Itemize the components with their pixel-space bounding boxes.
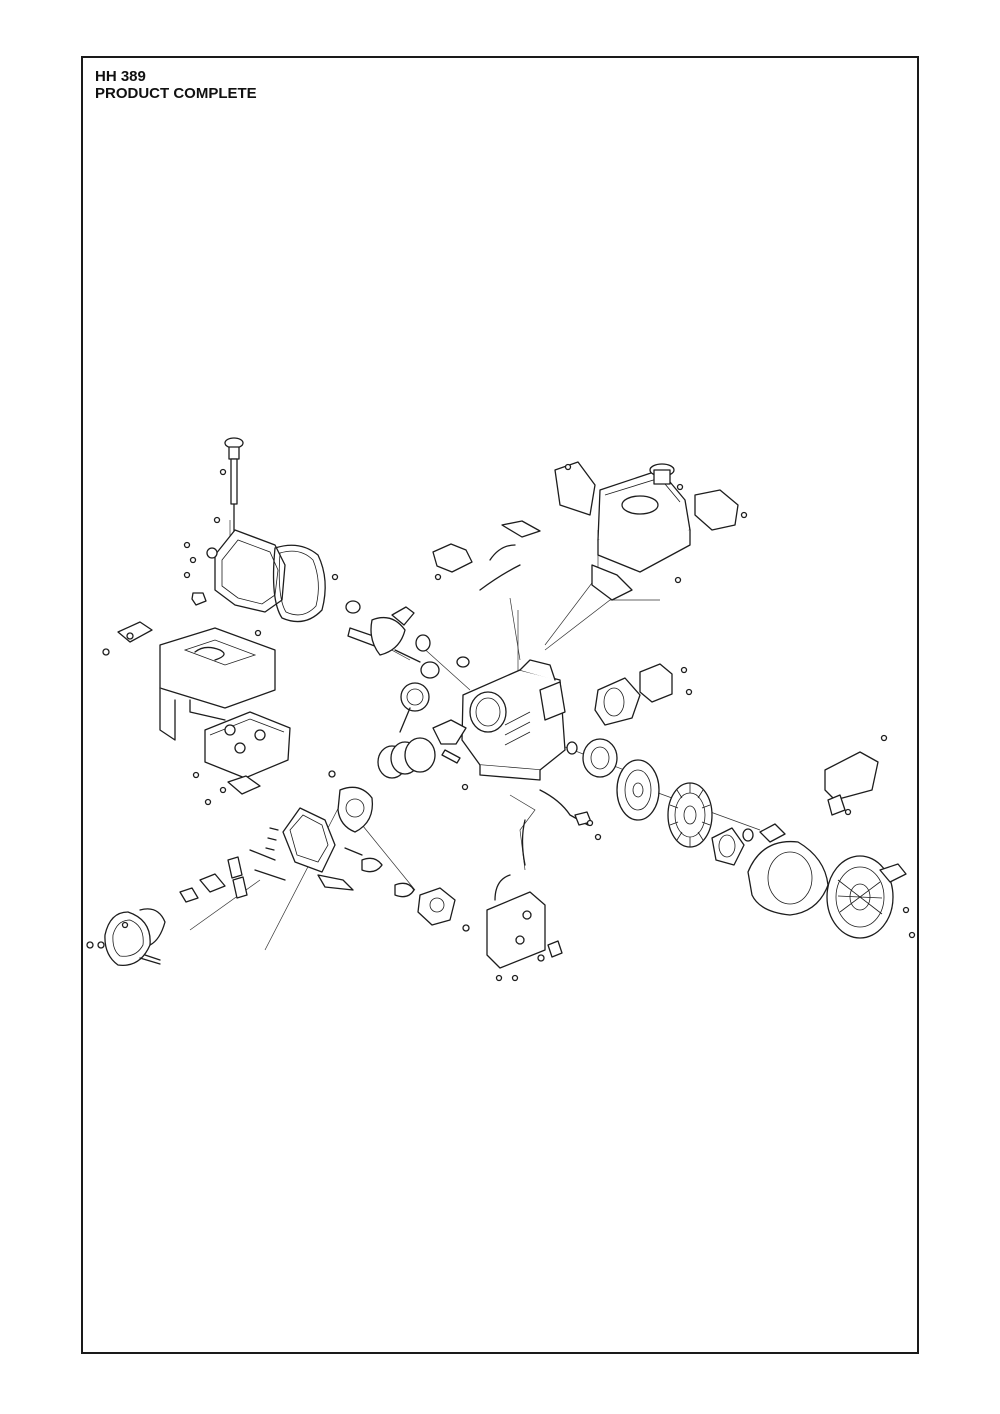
cylinder-head-part [282,786,374,873]
cooling-fan-part [667,782,713,848]
crankcase-cover-part [191,529,286,613]
fuel-line-part [521,789,592,866]
flywheel-part [616,759,660,821]
recoil-starter-part [826,855,907,939]
muffler-part [204,711,291,795]
engine-block-part [461,659,566,781]
ignition-coil-part [566,738,618,778]
side-bracket-part [824,751,879,816]
starter-motor-part [594,663,673,726]
camshaft-part [399,682,430,733]
air-filter-housing-part [117,621,276,741]
piston-part [377,719,467,779]
model-number: HH 389 [95,68,146,85]
control-bracket-part [432,520,633,601]
carburetor-part [317,847,456,926]
rocker-cover-part [104,908,166,966]
valve-train-part [179,849,286,903]
starter-pulley-part [711,827,754,866]
crankshaft-part [345,600,470,679]
fan-shroud-part [747,823,829,916]
dipstick-part [224,437,244,541]
fasteners [86,463,916,982]
page-title: HH 389 PRODUCT COMPLETE [95,68,257,102]
fuel-tank-part [554,461,739,573]
gasket-part [272,544,326,623]
page-frame: HH 389 PRODUCT COMPLETE [81,56,919,1354]
control-panel-part [486,874,563,969]
diagram-heading: PRODUCT COMPLETE [95,85,257,102]
